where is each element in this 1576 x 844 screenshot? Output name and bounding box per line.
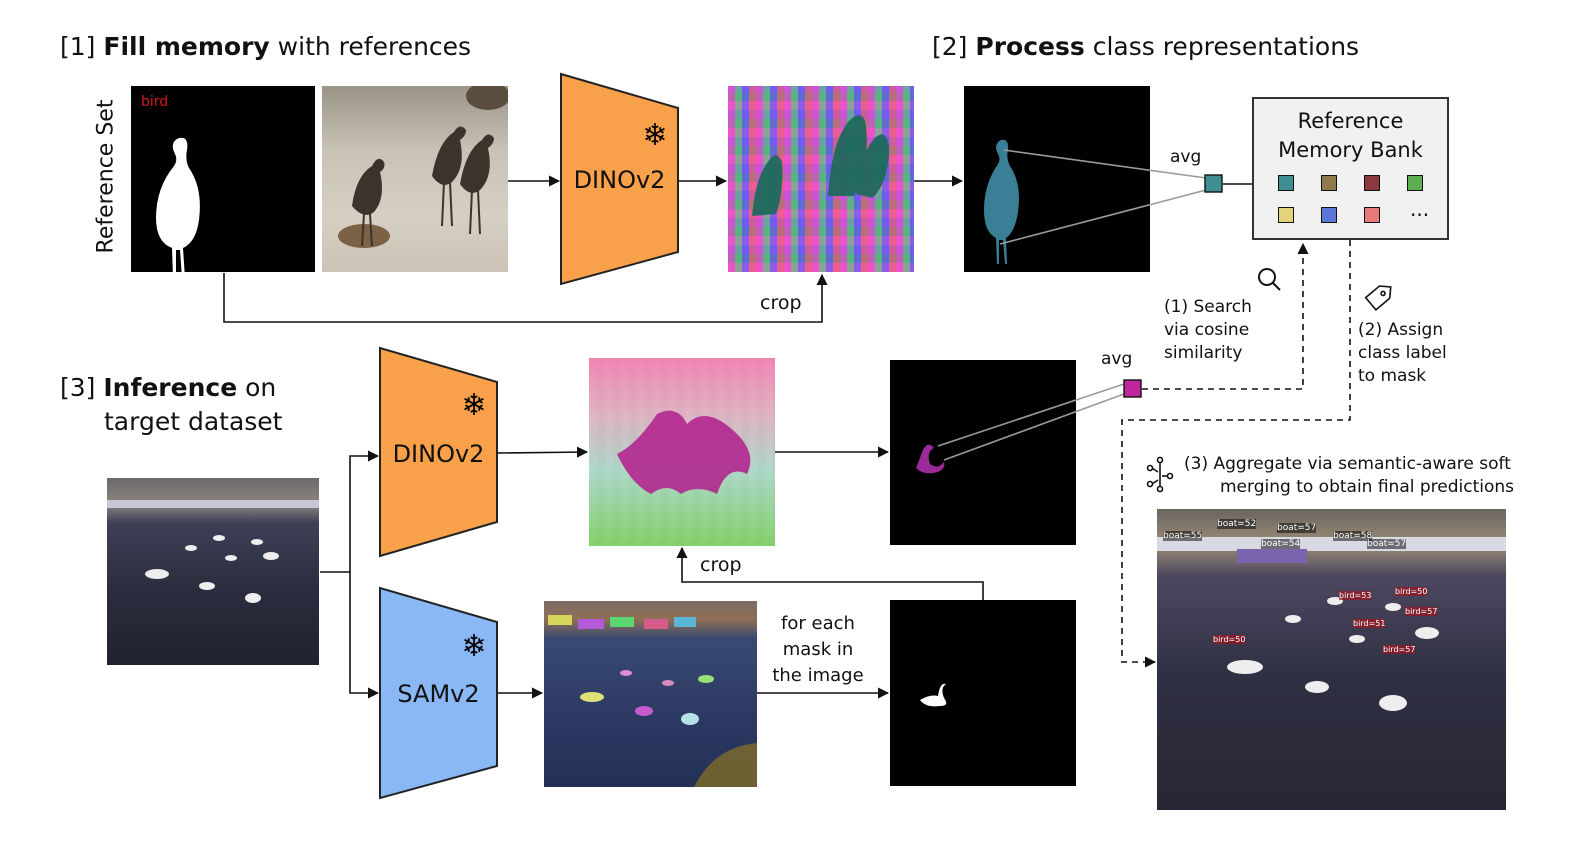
pred-label-8: bird=53 [1339,591,1372,600]
memory-bank-ellipsis: ... [1410,197,1430,221]
query-masked-swan-art [916,444,945,474]
avg-top-label: avg [1170,147,1202,167]
single-mask-swan-art [920,683,947,707]
dino-top-label: DINOv2 [573,166,666,194]
reference-mask-image: bird [131,86,315,272]
single-mask-image [890,600,1076,786]
pred-label-1: boat=55 [1163,531,1203,541]
avg-line-bottom-a [937,383,1125,447]
plover-birds-art [338,82,510,248]
pred-label-10: bird=50 [1395,587,1428,596]
memory-swatch [1407,175,1423,191]
memory-swatch [1364,175,1380,191]
frozen-snowflake-icon: ❄ [642,118,667,153]
masked-feature-bird-art [984,139,1019,264]
avg-line-bottom-b [943,393,1125,461]
reference-feature-map [728,86,914,272]
arrow-target-to-dino [320,450,380,573]
avg-bottom-label: avg [1101,349,1133,369]
target-swans-art [107,500,319,603]
section1-title: [1] Fill memory with references [60,32,472,61]
memory-bank-title-1: Reference [1297,109,1404,133]
avg-reference-square [1204,174,1223,193]
pred-label-6: bird=50 [1213,635,1246,644]
section2-title: [2] Process class representations [932,32,1360,61]
dino-top-encoder [560,72,679,286]
arrow-target-to-sam [349,572,380,699]
dino-bottom-label: DINOv2 [392,440,485,468]
query-feature-map [589,358,775,546]
for-each-mask-label: for each mask in the image [772,613,864,686]
dashed-search-arrow [1142,242,1309,390]
memory-bank-title-2: Memory Bank [1278,138,1423,162]
memory-swatch [1321,207,1337,223]
avg-line-top-b [999,189,1207,245]
final-prediction-art [1157,537,1506,711]
pred-label-4: boat=54 [1261,539,1301,549]
memory-swatch [1321,175,1337,191]
tag-icon [1364,285,1392,311]
pred-label-9: bird=57 [1383,645,1416,654]
frozen-snowflake-icon: ❄ [461,629,486,664]
pred-label-5: boat=57 [1367,539,1407,549]
masked-feature-image [964,86,1150,272]
pred-label-0: boat=52 [1217,519,1257,529]
memory-swatch [1364,207,1380,223]
avg-line-top-a [1003,149,1207,179]
memory-swatch [1278,175,1294,191]
crop-bottom-label: crop [700,554,742,576]
arrow-dino-to-query-features [497,446,589,458]
final-prediction-image: boat=52 boat=55 boat=57 boat=58 boat=54 … [1157,509,1506,810]
sam-colored-masks-art [548,615,757,787]
crop-top-label: crop [760,292,802,314]
dashed-assign-arrow [1121,240,1351,668]
section3-subtitle: target dataset [104,407,283,436]
pred-label-3: boat=58 [1333,531,1373,541]
reference-memory-bank: Reference Memory Bank ... [1252,97,1449,240]
avg-query-square [1123,379,1142,398]
sam-label: SAMv2 [397,680,480,708]
mask-class-label: bird [141,94,169,110]
arrow-crop-bottom [676,546,984,600]
bird-silhouette [156,137,200,272]
sam-encoder [379,586,498,800]
dino-bottom-encoder [379,346,498,558]
target-image [107,478,319,665]
section3-title: [3] Inference on [60,373,277,402]
frozen-snowflake-icon: ❄ [461,388,486,423]
pred-label-11: bird=57 [1405,607,1438,616]
query-masked-feature [890,360,1076,545]
search-step-text: (1) Search via cosine similarity [1164,297,1252,363]
arrow-crop-top [223,273,828,323]
search-icon [1258,268,1281,291]
pred-label-2: boat=57 [1277,523,1317,533]
assign-step-text: (2) Assign class label to mask [1358,320,1447,386]
memory-swatch [1278,207,1294,223]
reference-photo [322,82,510,272]
sam-segmentation-image [544,601,757,787]
merge-icon [1146,456,1174,493]
aggregate-step-text: (3) Aggregate via semantic-aware soft me… [1184,454,1515,497]
feature-map-bird-art [752,115,890,216]
query-feature-swans-art [617,410,751,494]
pred-label-7: bird=51 [1353,619,1386,628]
